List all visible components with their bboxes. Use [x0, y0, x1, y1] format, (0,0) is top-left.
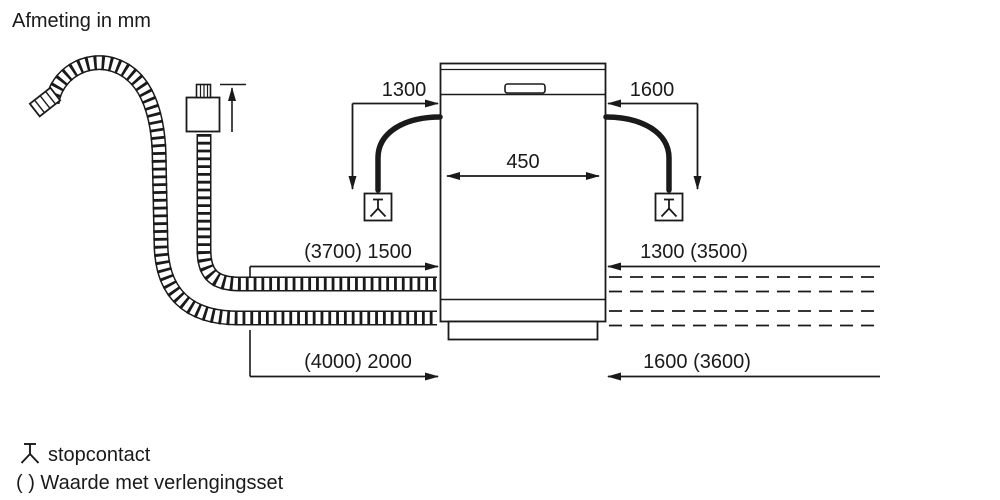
dimension-bottom-left-label: (4000) 2000	[304, 351, 412, 373]
power-socket-icon	[20, 443, 40, 464]
legend: stopcontact ( ) Waarde met verlengingsse…	[16, 443, 284, 494]
power-socket-icon	[660, 198, 678, 218]
dimension-bottom-left: (4000) 2000	[249, 330, 439, 381]
legend-note: ( ) Waarde met verlengingsset	[16, 472, 284, 494]
dimension-bottom-right: 1600 (3600)	[607, 351, 880, 381]
dimension-mid-left: (3700) 1500	[249, 241, 439, 277]
dimension-top-left: 1300	[348, 79, 439, 190]
control-panel-display	[504, 83, 546, 94]
dimension-mid-right-label: 1300 (3500)	[640, 241, 748, 263]
page-title: Afmeting in mm	[12, 10, 151, 32]
aquastop-height-arrow	[220, 83, 246, 132]
power-socket-icon	[369, 198, 387, 218]
socket-right	[654, 192, 684, 222]
dimension-top-left-label: 1300	[382, 79, 427, 101]
corrugated-drain-hose	[28, 63, 437, 318]
dimension-mid-right: 1300 (3500)	[607, 241, 880, 271]
drain-hose-end-fitting	[28, 86, 62, 118]
socket-left	[363, 192, 393, 222]
width-label: 450	[506, 151, 539, 173]
legend-socket-label: stopcontact	[48, 444, 151, 466]
dimension-bottom-right-label: 1600 (3600)	[643, 351, 751, 373]
appliance-outline	[439, 62, 607, 341]
dimension-top-right-label: 1600	[630, 79, 675, 101]
dimension-width: 450	[446, 151, 600, 180]
appliance-plinth	[447, 320, 599, 341]
aquastop-valve-box	[185, 83, 221, 133]
dimension-mid-left-label: (3700) 1500	[304, 241, 412, 263]
power-cord-left	[375, 114, 443, 193]
dimension-top-right: 1600	[607, 79, 702, 190]
hose-extension-dashed-lines	[609, 276, 881, 327]
power-cord-right	[603, 114, 672, 193]
